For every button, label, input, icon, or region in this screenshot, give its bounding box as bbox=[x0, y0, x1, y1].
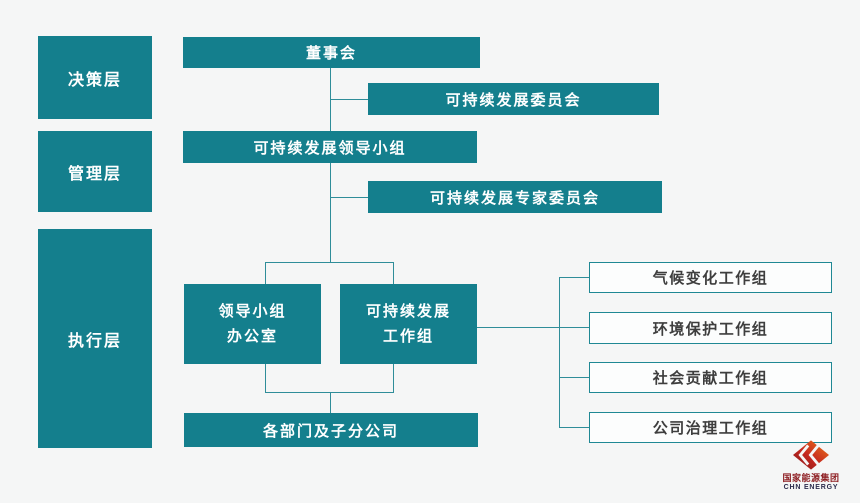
connector-line bbox=[393, 364, 394, 392]
node-sustainability-committee: 可持续发展委员会 bbox=[368, 83, 659, 115]
node-expert-committee: 可持续发展专家委员会 bbox=[368, 181, 662, 213]
node-corporate-governance-working-group: 公司治理工作组 bbox=[589, 412, 832, 443]
connector-line bbox=[559, 427, 589, 428]
node-departments-subsidiaries: 各部门及子分公司 bbox=[184, 413, 478, 447]
connector-line bbox=[265, 364, 266, 392]
connector-line bbox=[477, 327, 589, 328]
node-leading-group-office: 领导小组 办公室 bbox=[184, 284, 321, 364]
chn-energy-logo-icon bbox=[793, 440, 829, 470]
connector-line bbox=[265, 262, 394, 263]
company-name-english: CHN ENERGY bbox=[783, 484, 839, 491]
layer-box-decision: 决策层 bbox=[38, 36, 152, 119]
node-board: 董事会 bbox=[183, 37, 480, 68]
connector-line bbox=[559, 377, 589, 378]
node-sustainability-working-group: 可持续发展 工作组 bbox=[340, 284, 477, 364]
connector-line bbox=[330, 68, 331, 131]
node-environment-protection-working-group: 环境保护工作组 bbox=[589, 312, 832, 344]
node-leading-group: 可持续发展领导小组 bbox=[183, 131, 477, 163]
connector-line bbox=[265, 392, 394, 393]
layer-box-execution: 执行层 bbox=[38, 229, 152, 448]
connector-line bbox=[330, 392, 331, 413]
company-name-chinese: 国家能源集团 bbox=[782, 473, 840, 483]
node-climate-change-working-group: 气候变化工作组 bbox=[589, 262, 832, 293]
connector-line bbox=[330, 163, 331, 262]
connector-line bbox=[393, 262, 394, 284]
node-social-contribution-working-group: 社会贡献工作组 bbox=[589, 362, 832, 393]
layer-box-management: 管理层 bbox=[38, 131, 152, 212]
connector-line bbox=[559, 277, 560, 428]
connector-line bbox=[331, 197, 368, 198]
connector-line bbox=[265, 262, 266, 284]
company-logo: 国家能源集团 CHN ENERGY bbox=[778, 440, 844, 491]
connector-line bbox=[331, 99, 368, 100]
connector-line bbox=[559, 277, 589, 278]
